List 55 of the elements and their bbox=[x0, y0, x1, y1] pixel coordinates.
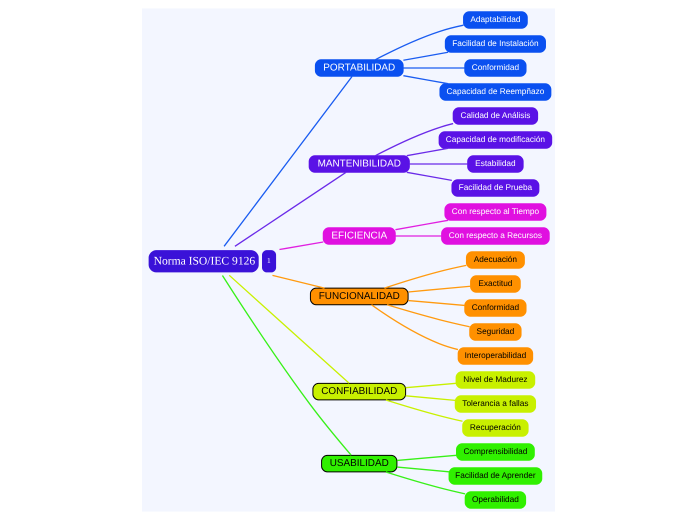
connector bbox=[408, 163, 468, 165]
connector bbox=[272, 274, 324, 289]
node-box: Adaptabilidad bbox=[462, 11, 528, 29]
node-box: Facilidad de Instalación bbox=[444, 35, 546, 53]
connector bbox=[386, 304, 470, 328]
node-box: MANTENIBILIDAD bbox=[308, 155, 410, 173]
node-box: EFICIENCIA bbox=[322, 227, 396, 245]
node-box: PORTABILIDAD bbox=[314, 59, 404, 77]
node-box: Recuperación bbox=[462, 419, 528, 437]
node-box: Exactitud bbox=[470, 275, 520, 293]
node-box: USABILIDAD bbox=[320, 454, 397, 472]
connector bbox=[394, 220, 448, 230]
connector bbox=[278, 241, 323, 250]
connector bbox=[234, 172, 346, 247]
node-box: Capacidad de Reempñazo bbox=[438, 83, 551, 101]
node-box: Nivel de Madurez bbox=[455, 371, 535, 389]
node-box: Operabilidad bbox=[464, 491, 526, 509]
node-box: Interoperabilidad bbox=[457, 347, 533, 365]
connector bbox=[396, 466, 449, 472]
node-box: FUNCIONALIDAD bbox=[309, 288, 408, 306]
node-box: CONFIABILIDAD bbox=[312, 382, 406, 400]
connector bbox=[405, 395, 455, 402]
connector bbox=[374, 122, 453, 156]
node-box: Capacidad de modificación bbox=[438, 131, 552, 149]
connector bbox=[385, 399, 462, 422]
connector bbox=[402, 67, 464, 69]
node-box: Calidad de Análisis bbox=[452, 107, 538, 125]
node-box: Con respecto al Tiempo bbox=[444, 203, 546, 221]
connector bbox=[402, 52, 448, 61]
node-box: Estabilidad bbox=[466, 155, 524, 173]
connector bbox=[384, 264, 466, 289]
node-box: Comprensibilidad bbox=[456, 443, 534, 461]
connector bbox=[406, 172, 452, 182]
connector bbox=[374, 24, 464, 60]
connector bbox=[408, 286, 470, 293]
node-box: Conformidad bbox=[464, 299, 526, 317]
node-box: Seguridad bbox=[468, 323, 522, 341]
connector bbox=[406, 148, 448, 156]
connector bbox=[221, 275, 352, 456]
connector bbox=[223, 76, 352, 247]
node-box: Con respecto a Recursos bbox=[440, 227, 550, 245]
connector bbox=[408, 300, 464, 306]
connector bbox=[370, 304, 458, 350]
connector bbox=[228, 274, 349, 384]
node-box: Conformidad bbox=[464, 59, 526, 77]
node-box: Facilidad de Prueba bbox=[450, 179, 539, 197]
node-box: Adecuación bbox=[465, 251, 524, 269]
connector bbox=[385, 471, 465, 494]
node-box: Tolerancia a fallas bbox=[454, 395, 536, 413]
connector bbox=[394, 235, 441, 237]
connector bbox=[396, 454, 456, 462]
node-box: Facilidad de Aprender bbox=[448, 467, 542, 485]
connector bbox=[405, 382, 456, 388]
connector bbox=[402, 75, 448, 84]
node-label: 1 bbox=[266, 256, 270, 266]
